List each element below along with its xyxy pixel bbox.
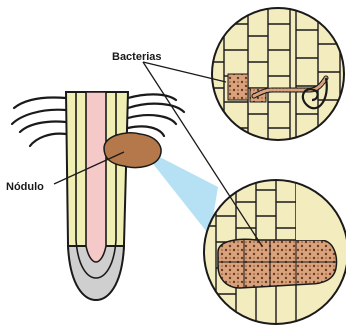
bacteria-label: Bacterias (112, 51, 162, 63)
root-hairs-left (12, 97, 66, 146)
magnification-beam (150, 152, 218, 236)
vascular-cylinder (86, 92, 106, 262)
top-magnified-circle (212, 0, 344, 160)
infected-cell (228, 74, 248, 100)
root (12, 92, 184, 300)
root-hairs-right (128, 94, 184, 136)
bacteria-filled-cells (218, 239, 336, 288)
nodule (104, 133, 161, 168)
nodule-label: Nódulo (6, 181, 44, 193)
bottom-magnified-circle (204, 170, 346, 327)
